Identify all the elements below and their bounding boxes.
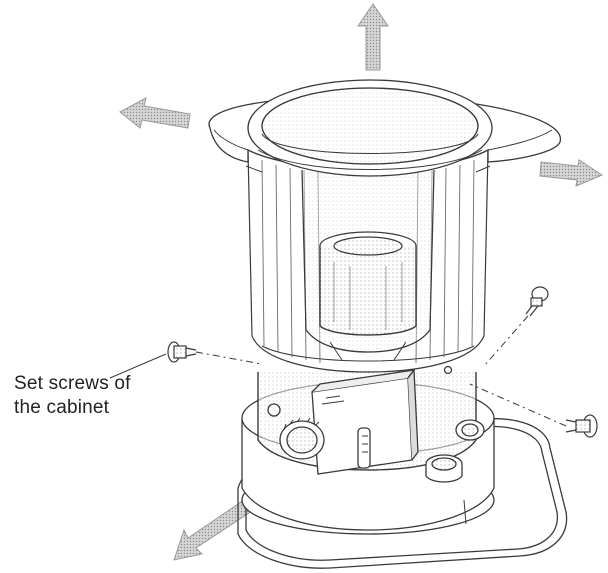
screw-icon xyxy=(525,286,549,317)
screw-lower-right xyxy=(469,383,598,438)
heater-base xyxy=(241,365,495,535)
screw-upper-right xyxy=(483,286,549,367)
callout-line-2: the cabinet xyxy=(14,397,110,418)
cabinet xyxy=(247,149,489,373)
screw-icon xyxy=(167,341,197,363)
left-arrow-icon xyxy=(119,97,191,129)
screw-left xyxy=(167,341,263,365)
callout-line-1: Set screws of xyxy=(14,373,131,394)
up-arrow-icon xyxy=(357,3,389,71)
right-arrow-icon xyxy=(539,159,604,187)
screw-icon xyxy=(565,414,598,438)
callout-leader-line xyxy=(109,353,167,379)
top-guard xyxy=(208,79,561,177)
set-screws-callout: Set screws of the cabinet xyxy=(14,372,131,420)
